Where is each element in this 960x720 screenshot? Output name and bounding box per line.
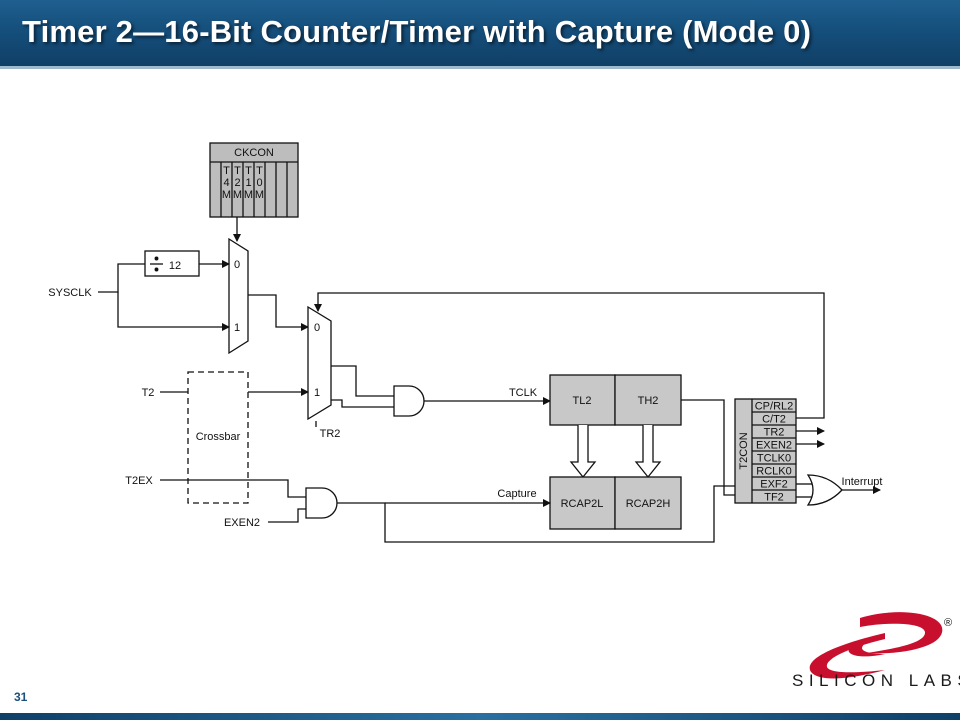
page-number: 31 xyxy=(14,690,28,704)
ct2-feedback-wire xyxy=(314,292,825,419)
divide-icon xyxy=(150,256,163,272)
rcap2h-label: RCAP2H xyxy=(626,498,671,510)
t2con-bit-label: TF2 xyxy=(764,492,784,504)
slide-title: Timer 2—16-Bit Counter/Timer with Captur… xyxy=(22,14,812,49)
registered-mark: ® xyxy=(944,617,952,629)
t2con-title: T2CON xyxy=(738,432,750,469)
t2con-bit-label: EXEN2 xyxy=(756,440,792,452)
mux1 xyxy=(228,237,249,355)
t2con-register xyxy=(734,398,797,504)
ckcon-register xyxy=(209,142,299,218)
t2con-bit-label: TCLK0 xyxy=(757,453,791,465)
crossbar-label: Crossbar xyxy=(196,431,241,443)
mux2-in0-label: 0 xyxy=(314,322,320,334)
logo-wordmark: SILICON LABS xyxy=(792,671,960,690)
exf2-wire xyxy=(337,482,745,543)
mux1-in1-label: 1 xyxy=(234,322,240,334)
exen2-wire xyxy=(268,508,306,523)
mux2-out-wire xyxy=(331,365,394,397)
mux1-out-wire xyxy=(248,294,309,331)
silicon-labs-logo-icon xyxy=(809,612,943,679)
t2ex-wire xyxy=(160,479,306,498)
t2con-bit-label: TR2 xyxy=(764,427,785,439)
sysclk-wire-a xyxy=(98,263,145,293)
overflow-wire xyxy=(681,399,745,499)
t2-label: T2 xyxy=(142,387,155,399)
capture-label: Capture xyxy=(497,488,536,500)
rcap2l-label: RCAP2L xyxy=(561,498,604,510)
bottom-bar xyxy=(0,713,960,720)
t2con-bit-label: RCLK0 xyxy=(756,466,791,478)
t2con-bit-label: CP/RL2 xyxy=(755,401,794,413)
th2-transfer-arrow xyxy=(634,425,662,479)
t2ex-label: T2EX xyxy=(125,475,153,487)
and-gate-tclk xyxy=(393,385,425,417)
tr2-gate-wire xyxy=(331,399,356,408)
tr2-label: TR2 xyxy=(320,428,341,440)
interrupt-label: Interrupt xyxy=(842,476,883,488)
tl2-register xyxy=(549,374,616,426)
tl2-transfer-arrow xyxy=(569,425,597,479)
t2con-bit-label: EXF2 xyxy=(760,479,788,491)
th2-label: TH2 xyxy=(638,395,659,407)
ckcon-title: CKCON xyxy=(234,147,274,159)
crossbar-box xyxy=(187,371,249,504)
mux2-in1-label: 1 xyxy=(314,387,320,399)
tl2-label: TL2 xyxy=(573,395,592,407)
sysclk-wire-b xyxy=(117,292,230,331)
tclk-label: TCLK xyxy=(509,387,538,399)
or-gate-interrupt xyxy=(806,474,843,506)
rcap2l-register xyxy=(549,476,616,530)
rcap2h-register xyxy=(614,476,682,530)
and-gate-capture xyxy=(305,487,338,519)
sysclk-label: SYSCLK xyxy=(48,287,92,299)
mux1-in0-label: 0 xyxy=(234,259,240,271)
title-bar: Timer 2—16-Bit Counter/Timer with Captur… xyxy=(0,0,960,69)
t2con-bit-label: C/T2 xyxy=(762,414,786,426)
divider-label: 12 xyxy=(169,260,181,272)
exen2-label: EXEN2 xyxy=(224,517,260,529)
mux2 xyxy=(307,305,332,421)
